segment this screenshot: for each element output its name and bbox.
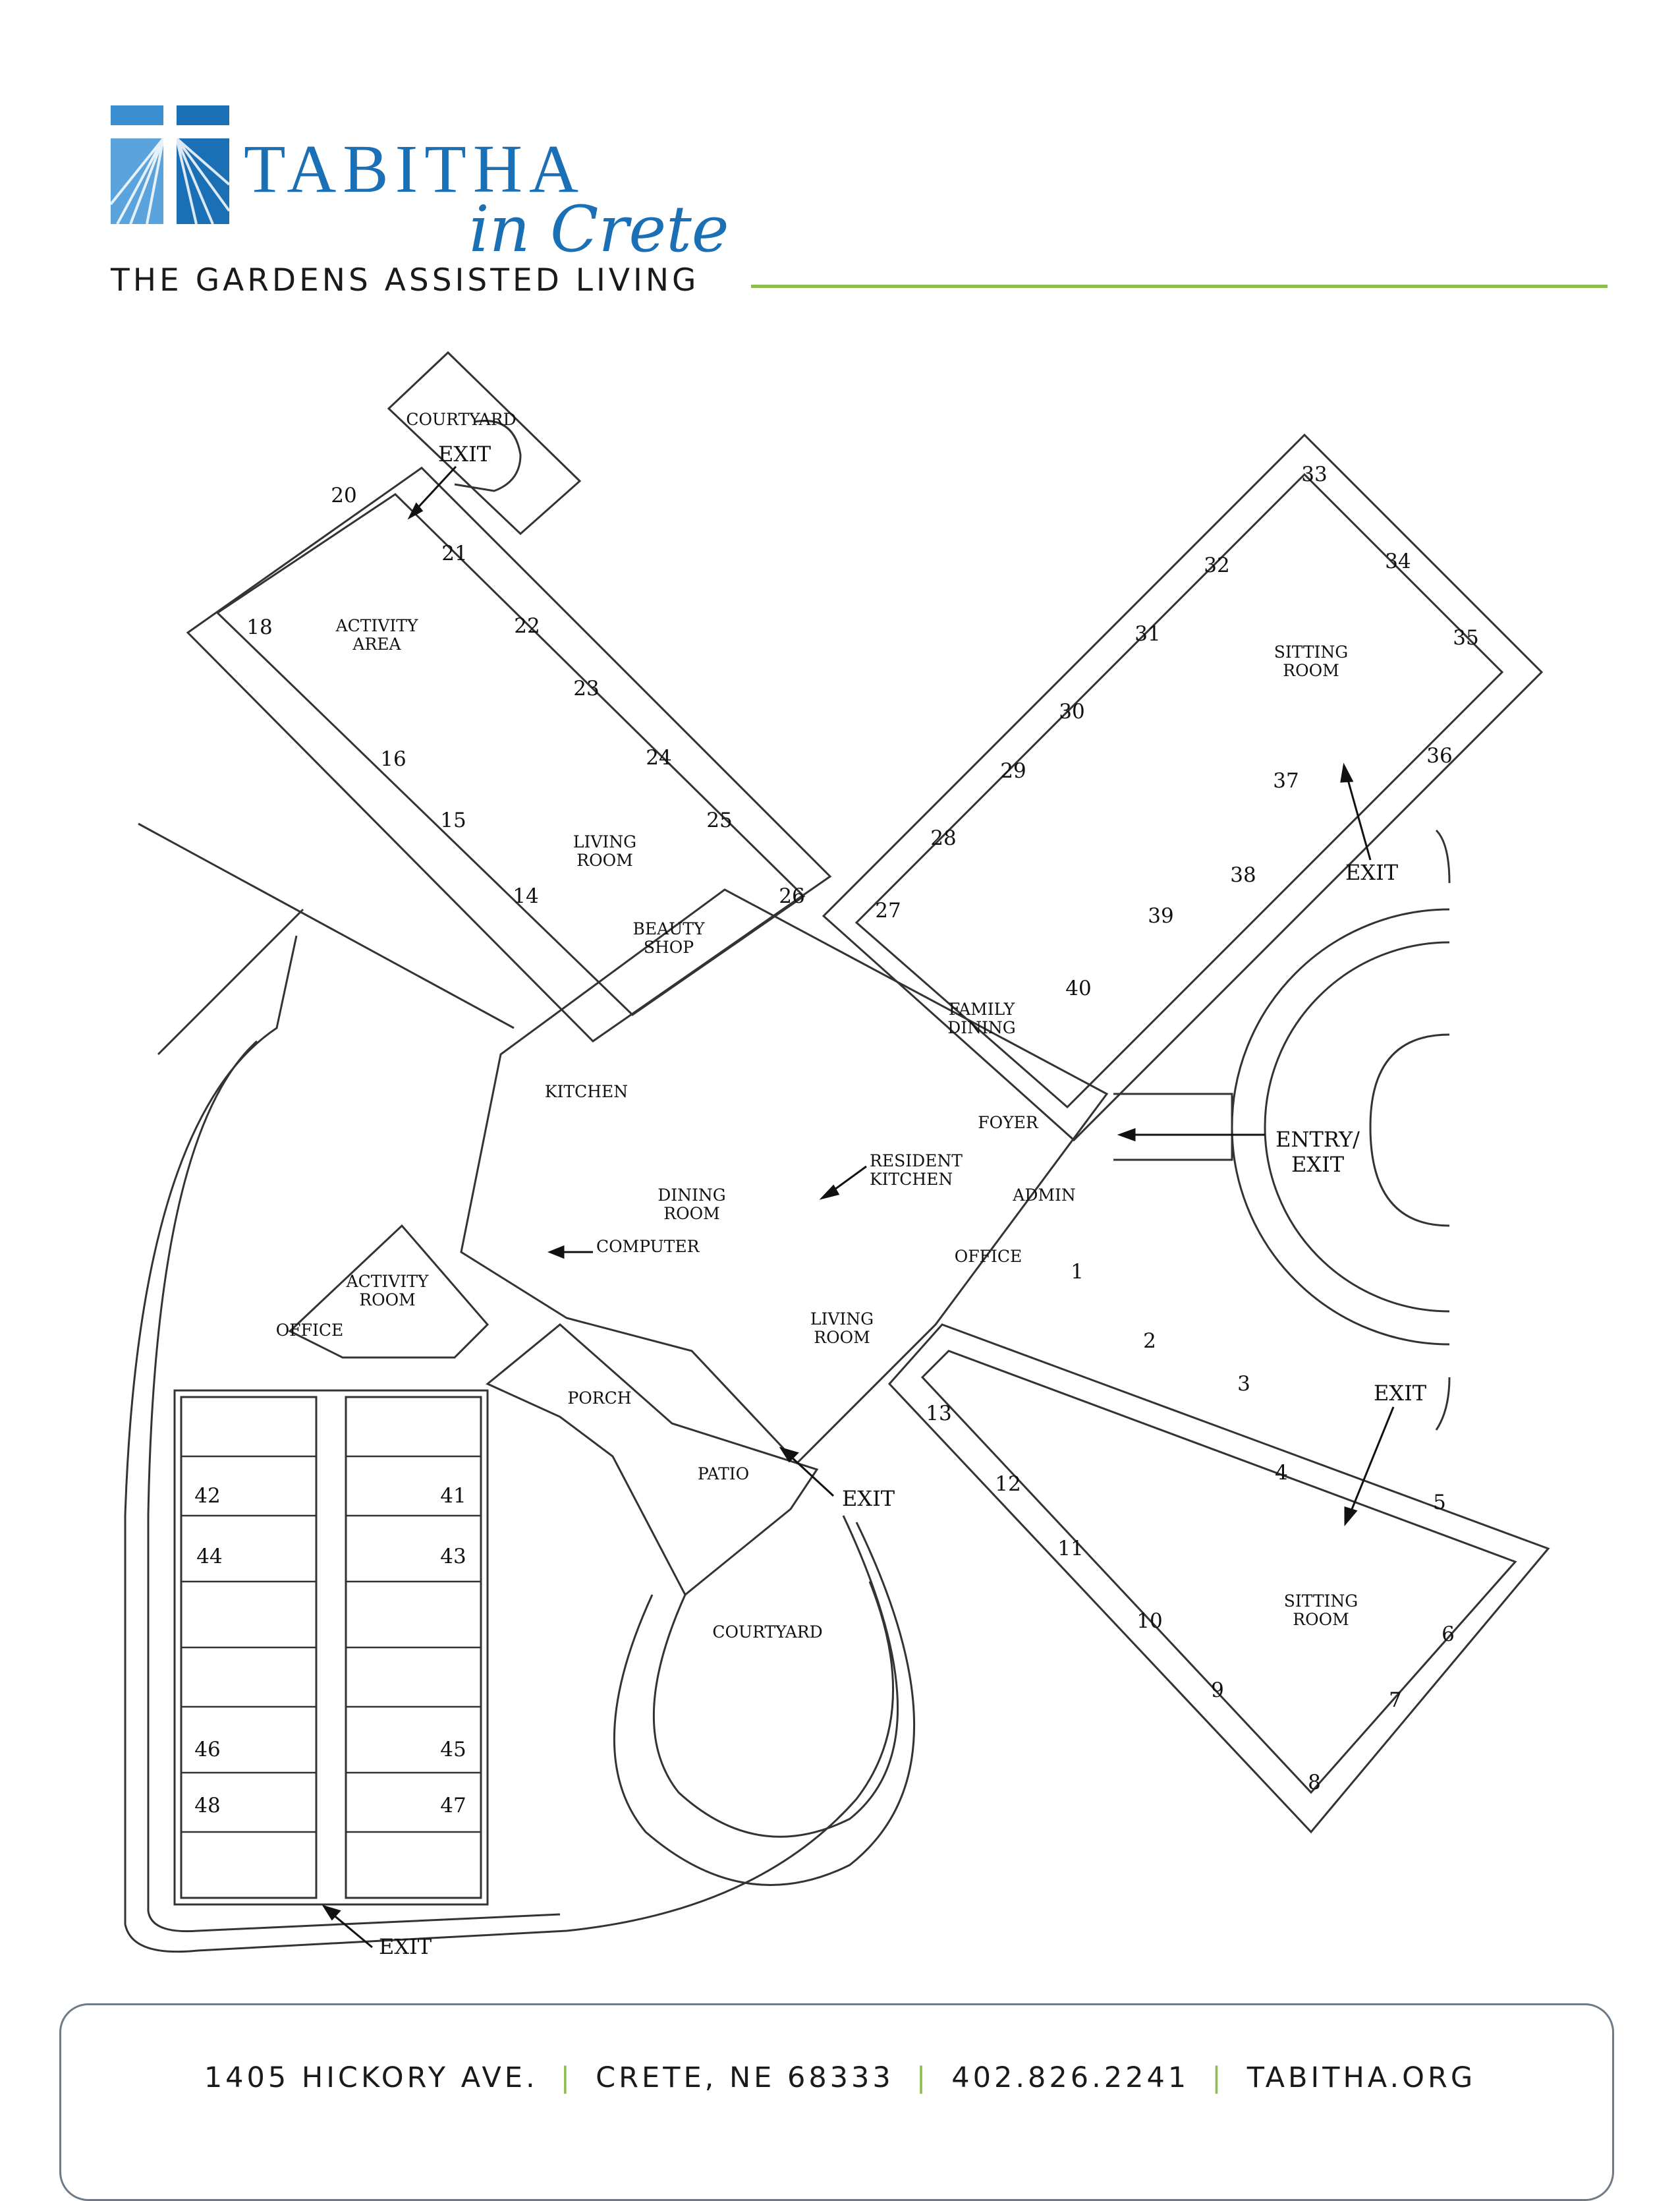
unit-number-28: 28 bbox=[930, 826, 956, 850]
unit-number-32: 32 bbox=[1204, 554, 1229, 577]
exit-label-northeast: EXIT bbox=[1345, 860, 1399, 885]
unit-number-1: 1 bbox=[1071, 1260, 1084, 1284]
header-rule bbox=[751, 285, 1608, 288]
unit-number-31: 31 bbox=[1134, 622, 1160, 646]
unit-number-26: 26 bbox=[779, 884, 804, 908]
unit-numbers: 1234567891011121314151618202122232425262… bbox=[194, 463, 1478, 1817]
unit-number-16: 16 bbox=[380, 747, 406, 771]
exit-arrows bbox=[322, 465, 1395, 1949]
unit-number-12: 12 bbox=[995, 1472, 1021, 1496]
unit-number-10: 10 bbox=[1136, 1609, 1162, 1633]
room-label-kitchen: KITCHEN bbox=[545, 1082, 628, 1101]
unit-number-7: 7 bbox=[1389, 1688, 1402, 1712]
unit-number-42: 42 bbox=[194, 1484, 220, 1508]
footer-frame bbox=[59, 2003, 1614, 2201]
exit-label-southeast: EXIT bbox=[1374, 1381, 1427, 1406]
unit-number-33: 33 bbox=[1301, 463, 1327, 486]
unit-number-47: 47 bbox=[440, 1794, 466, 1817]
unit-number-23: 23 bbox=[573, 677, 599, 700]
unit-number-39: 39 bbox=[1148, 904, 1173, 928]
footer-city: CRETE, NE 68333 bbox=[596, 2061, 894, 2094]
unit-number-37: 37 bbox=[1273, 769, 1299, 793]
room-label-foyer: FOYER bbox=[978, 1113, 1039, 1132]
brand-subtitle: in Crete bbox=[469, 192, 729, 266]
unit-number-4: 4 bbox=[1275, 1461, 1288, 1485]
footer-separator: | bbox=[560, 2061, 574, 2094]
footer-website[interactable]: TABITHA.ORG bbox=[1246, 2061, 1476, 2094]
unit-number-2: 2 bbox=[1143, 1329, 1156, 1353]
unit-number-29: 29 bbox=[1000, 759, 1026, 783]
unit-number-25: 25 bbox=[706, 809, 732, 832]
unit-number-48: 48 bbox=[194, 1794, 220, 1817]
room-label-office-west: OFFICE bbox=[276, 1321, 343, 1340]
unit-number-27: 27 bbox=[875, 899, 901, 923]
tabitha-logo-icon bbox=[111, 105, 229, 224]
footer-separator: | bbox=[1212, 2061, 1225, 2094]
unit-number-40: 40 bbox=[1065, 977, 1091, 1000]
room-label-admin: ADMIN bbox=[1012, 1186, 1075, 1205]
unit-number-41: 41 bbox=[440, 1484, 466, 1508]
unit-number-21: 21 bbox=[441, 542, 467, 565]
unit-number-20: 20 bbox=[331, 484, 356, 507]
exit-label-patio: EXIT bbox=[842, 1486, 895, 1511]
unit-number-34: 34 bbox=[1385, 550, 1411, 573]
unit-number-3: 3 bbox=[1237, 1372, 1250, 1396]
footer-address: 1405 HICKORY AVE. bbox=[204, 2061, 538, 2094]
unit-number-14: 14 bbox=[513, 884, 538, 908]
footer-phone[interactable]: 402.826.2241 bbox=[951, 2061, 1190, 2094]
unit-number-35: 35 bbox=[1453, 626, 1478, 650]
unit-number-30: 30 bbox=[1059, 700, 1084, 724]
unit-number-15: 15 bbox=[440, 809, 466, 832]
unit-number-6: 6 bbox=[1442, 1622, 1455, 1646]
exit-label-south: EXIT bbox=[379, 1934, 432, 1959]
brand-name: TABITHA bbox=[244, 131, 586, 207]
unit-number-36: 36 bbox=[1426, 744, 1452, 768]
unit-number-13: 13 bbox=[926, 1402, 951, 1425]
unit-number-5: 5 bbox=[1433, 1491, 1446, 1514]
room-label-patio: PATIO bbox=[698, 1464, 749, 1483]
unit-number-46: 46 bbox=[194, 1738, 220, 1761]
footer-contact: 1405 HICKORY AVE. | CRETE, NE 68333 | 402.82… bbox=[0, 2061, 1680, 2094]
footer-separator: | bbox=[916, 2061, 930, 2094]
unit-number-24: 24 bbox=[646, 746, 671, 770]
unit-number-18: 18 bbox=[246, 615, 272, 639]
unit-number-38: 38 bbox=[1230, 863, 1256, 887]
unit-number-22: 22 bbox=[514, 614, 540, 638]
unit-number-11: 11 bbox=[1057, 1537, 1083, 1560]
room-label-office-east: OFFICE bbox=[955, 1247, 1022, 1266]
unit-number-43: 43 bbox=[440, 1545, 466, 1568]
facility-name: THE GARDENS ASSISTED LIVING bbox=[111, 262, 700, 299]
unit-number-44: 44 bbox=[196, 1545, 222, 1568]
entry-exit-label: ENTRY/EXIT bbox=[1275, 1127, 1360, 1177]
unit-number-8: 8 bbox=[1308, 1771, 1321, 1794]
unit-number-9: 9 bbox=[1211, 1678, 1224, 1702]
exit-label-north: EXIT bbox=[438, 442, 491, 467]
room-label-courtyard-north: COURTYARD bbox=[406, 410, 516, 429]
room-label-courtyard-south: COURTYARD bbox=[712, 1622, 822, 1642]
unit-number-45: 45 bbox=[440, 1738, 466, 1761]
room-label-computer: COMPUTER bbox=[596, 1237, 700, 1256]
room-label-porch: PORCH bbox=[567, 1388, 631, 1408]
